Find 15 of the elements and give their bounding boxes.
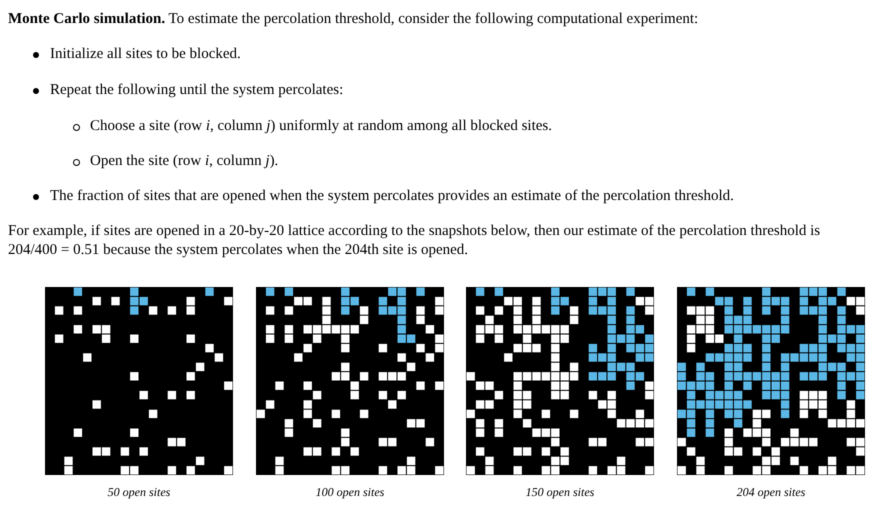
node-label: 204 open sites [736, 485, 806, 500]
node-label: 100 open sites [314, 485, 386, 500]
lattice-drawing [256, 287, 444, 475]
list-item: The fraction of sites that are opened when the system percolates provides an estimate of the percolation threshold. [50, 187, 735, 206]
lattice-drawing [45, 287, 233, 475]
paragraph: For example, if sites are opened in a 20-by-20 lattice according to the snapshots below, then our estimate of the percolation threshold is 204/400 = 0.51 because the system percolates when the 204th site is opened. [8, 222, 822, 260]
lattice-drawing [466, 287, 654, 475]
node-label: 50 open sites [106, 485, 172, 500]
list-item: Choose a site (row i, column j) uniformly at random among all blocked sites. [90, 117, 554, 136]
paragraph: Monte Carlo simulation. To estimate the percolation threshold, consider the following computational experiment: [8, 10, 700, 29]
lattice-drawing [677, 287, 865, 475]
list-item: Repeat the following until the system percolates: [50, 81, 344, 100]
list-item: Initialize all sites to be blocked. [50, 45, 242, 64]
node-label: 150 open sites [524, 485, 596, 500]
list-item: Open the site (row i, column j). [90, 152, 280, 171]
